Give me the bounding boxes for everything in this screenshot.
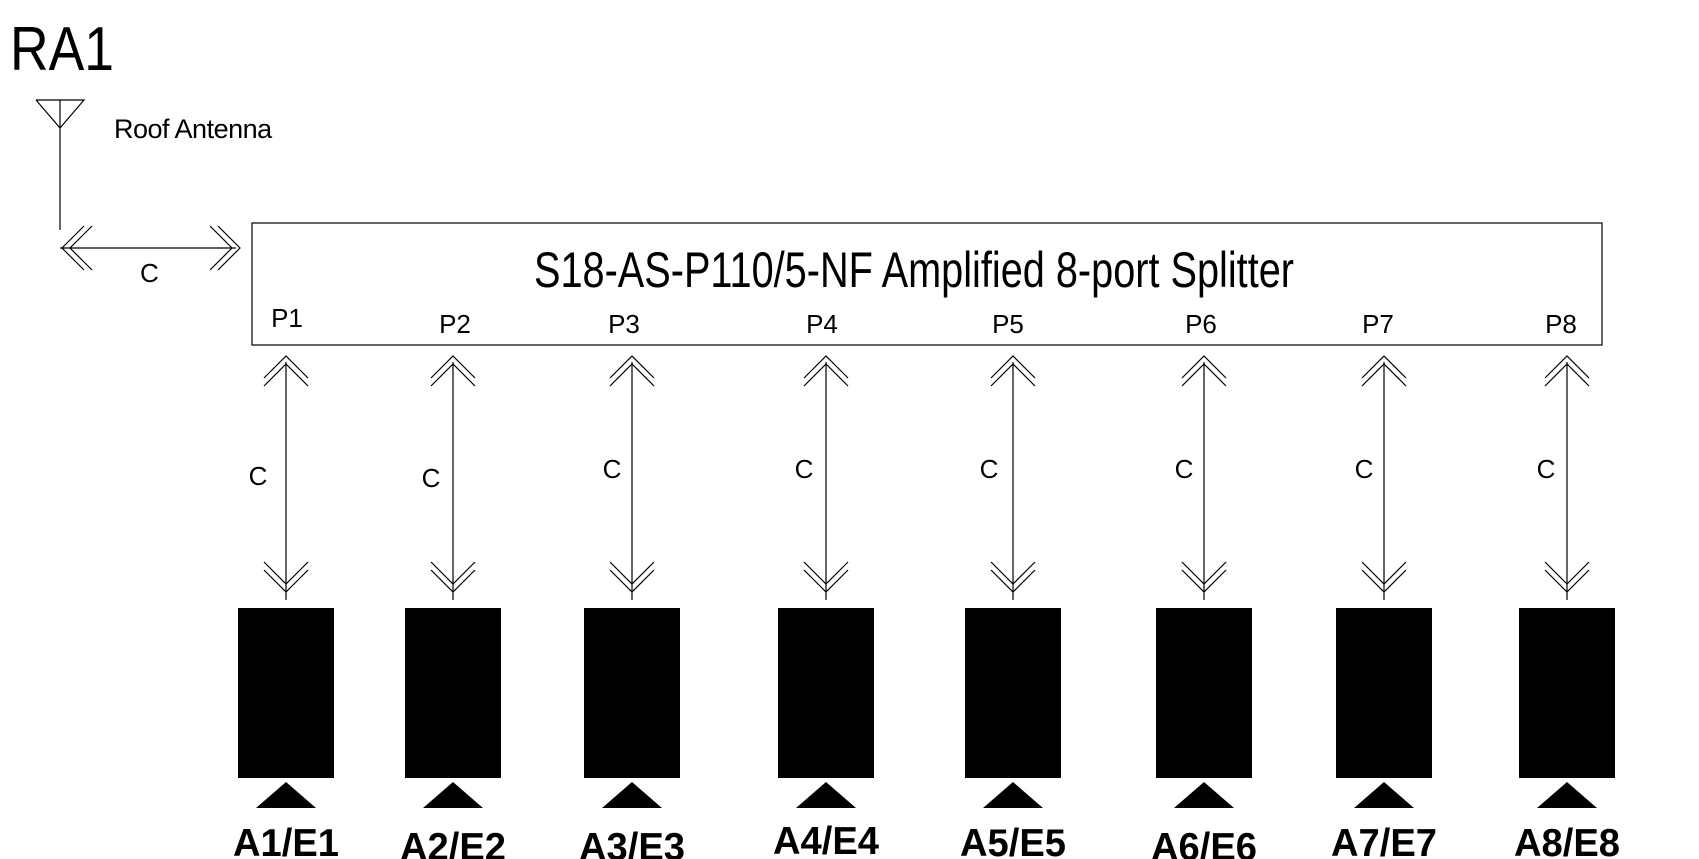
port-column: P4C A4/E4 [773,309,879,859]
device-unit [778,608,874,808]
device-unit [1519,608,1615,808]
port-column: P2C A2/E2 [400,309,506,859]
device-label: A1/E1 [233,822,339,859]
coax-cable [1361,355,1407,600]
cable-label: C [603,454,622,484]
cable-label: C [980,454,999,484]
device-label: A7/E7 [1331,822,1437,859]
device-label: A2/E2 [400,826,506,859]
device-label: A5/E5 [960,822,1066,859]
cable-label: C [249,461,268,491]
coax-cable [1181,355,1227,600]
coax-cable [803,355,849,600]
device-unit [584,608,680,808]
port-column: P3C A3/E3 [579,309,685,859]
antenna-label: Roof Antenna [114,114,273,144]
port-column: P1C A1/E1 [233,303,339,859]
splitter-box [251,222,1603,346]
antenna-icon [35,99,86,230]
coax-cable [263,355,309,600]
cable-label: C [1175,454,1194,484]
device-unit [238,608,334,808]
splitter-label: S18-AS-P110/5-NF Amplified 8-port Splitt… [534,242,1294,298]
port-column: P5C A5/E5 [960,309,1066,859]
coax-cable [1544,355,1590,600]
cable-label: C [795,454,814,484]
device-unit [1156,608,1252,808]
cable-label: C [1355,454,1374,484]
port-label: P3 [608,309,640,339]
device-unit [405,608,501,808]
port-label: P7 [1362,309,1394,339]
device-unit [965,608,1061,808]
port-label: P5 [992,309,1024,339]
coax-cable [609,355,655,600]
port-label: P6 [1185,309,1217,339]
port-label: P8 [1545,309,1577,339]
page-title: RA1 [10,15,114,84]
device-unit [1336,608,1432,808]
device-label: A4/E4 [773,820,879,859]
device-label: A8/E8 [1514,822,1620,859]
port-column: P7C A7/E7 [1331,309,1437,859]
port-label: P1 [271,303,303,333]
cable-label: C [422,463,441,493]
port-column: P6C A6/E6 [1151,309,1257,859]
device-label: A6/E6 [1151,826,1257,859]
coax-cable [430,355,476,600]
port-label: P2 [439,309,471,339]
coax-cable [990,355,1036,600]
port-label: P4 [806,309,838,339]
port-column: P8C A8/E8 [1514,309,1620,859]
device-label: A3/E3 [579,826,685,859]
cable-label: C [1537,454,1556,484]
antenna-cable [60,225,241,271]
antenna-cable-label: C [140,258,159,288]
ports-layer: P1C A1/E1 P2C A2/E2 P3C A3/E3 P4C A4/E4 P5C A5/E5… [233,303,1620,859]
